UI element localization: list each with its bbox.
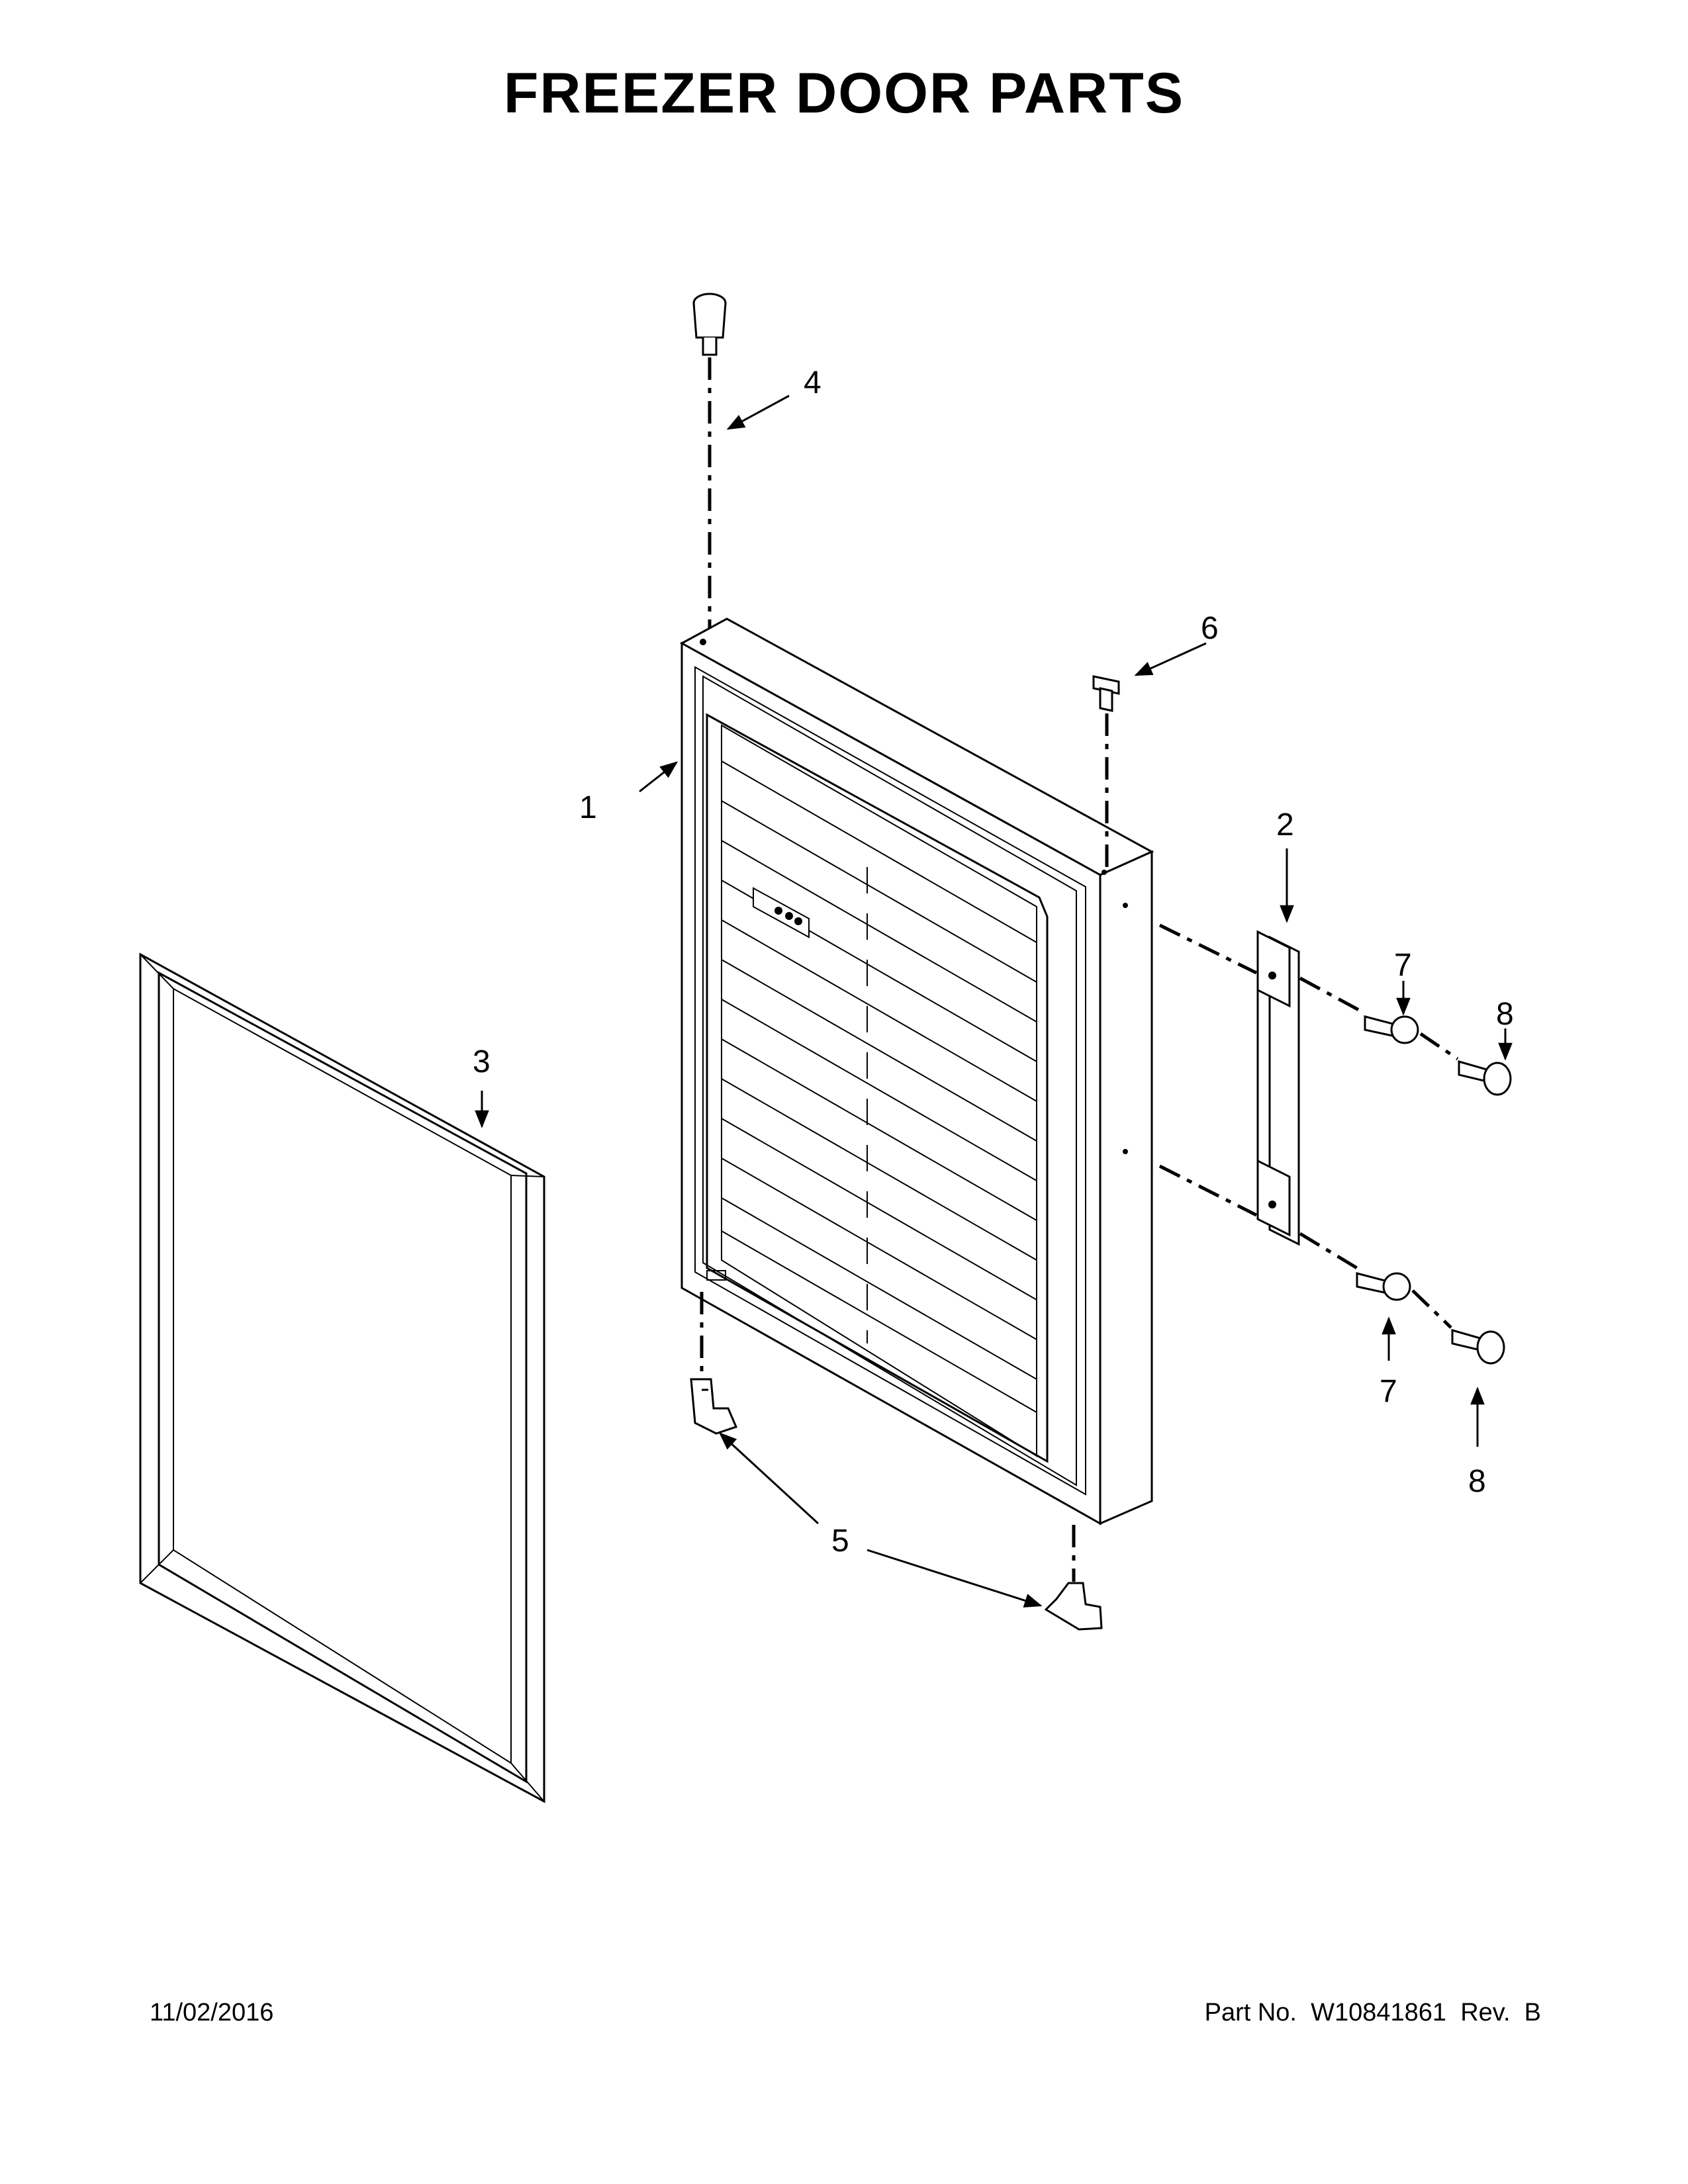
callout-5: 5 xyxy=(831,1524,849,1559)
callout-6: 6 xyxy=(1201,611,1219,646)
page-title: FREEZER DOOR PARTS xyxy=(503,62,1185,125)
callout-3: 3 xyxy=(473,1044,491,1079)
bushing-6 xyxy=(1092,675,1120,712)
plug-8-top xyxy=(1458,1060,1512,1096)
callout-8b: 8 xyxy=(1468,1464,1486,1499)
rev-label: Rev. xyxy=(1460,1999,1511,2026)
callout-2: 2 xyxy=(1276,807,1294,842)
door-gasket xyxy=(139,952,545,1803)
hinge-bottom-left xyxy=(690,1378,738,1435)
part-label: Part No. xyxy=(1204,1999,1297,2026)
door-handle xyxy=(1256,930,1300,1246)
assembly-lines xyxy=(700,357,1459,1582)
footer-part-info: Part No. W10841861 Rev. B xyxy=(1205,1999,1541,2027)
callout-7b: 7 xyxy=(1380,1374,1397,1409)
freezer-door xyxy=(679,617,1154,1525)
screw-7-bottom xyxy=(1356,1272,1411,1301)
footer-date: 11/02/2016 xyxy=(150,1999,274,2026)
callout-labels: 1 2 3 4 5 6 7 7 8 8 xyxy=(473,365,1514,1559)
callout-1: 1 xyxy=(579,790,597,825)
callout-8a: 8 xyxy=(1496,997,1514,1032)
leader-arrows xyxy=(475,394,1513,1608)
plug-8-bottom xyxy=(1451,1329,1505,1365)
hinge-bushing-top xyxy=(692,293,727,356)
rev-value: B xyxy=(1524,1999,1541,2026)
callout-4: 4 xyxy=(804,365,821,400)
hinge-bottom-right xyxy=(1044,1582,1103,1631)
callout-7a: 7 xyxy=(1394,948,1412,983)
part-number: W10841861 xyxy=(1311,1999,1447,2026)
screw-7-top xyxy=(1364,1015,1419,1044)
